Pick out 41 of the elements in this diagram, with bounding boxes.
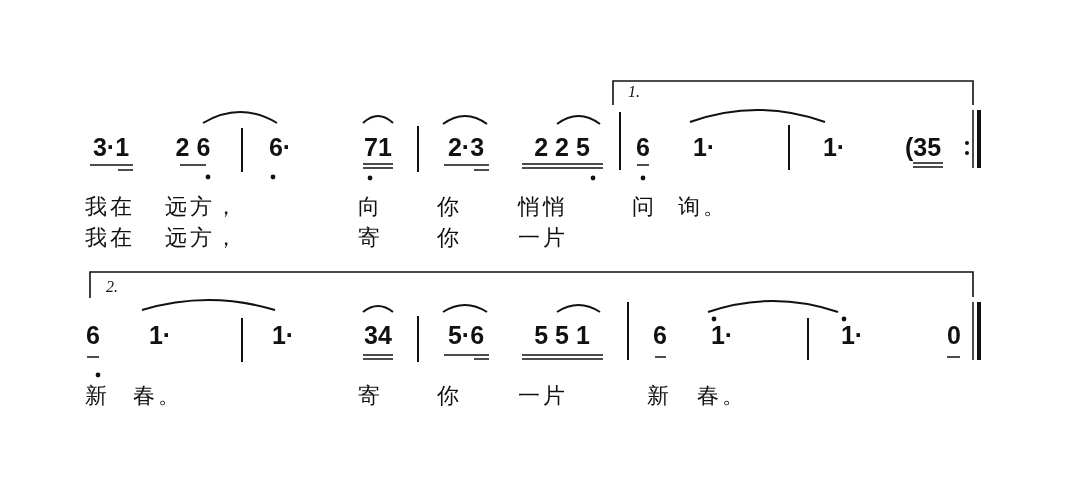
lyric: 你	[437, 196, 462, 218]
volta-number: 1.	[628, 84, 640, 100]
note-group: 2·3	[447, 135, 485, 160]
lyric: 你	[437, 385, 462, 407]
lyric: 远方，	[165, 227, 240, 249]
note-group: 3·1	[92, 135, 130, 160]
lyric: 问	[632, 196, 657, 218]
lyric: 远方，	[165, 196, 240, 218]
note-group: 1·	[148, 323, 172, 348]
lyric: 寄	[358, 385, 383, 407]
lyric: 向	[358, 196, 383, 218]
lyric: 你	[437, 227, 462, 249]
lyric: 我在	[85, 227, 135, 249]
lyric: 我在	[85, 196, 135, 218]
lyric: 春。	[697, 385, 747, 407]
lyric: 寄	[358, 227, 383, 249]
note-group: 1·	[840, 323, 864, 348]
note-group: 1·	[271, 323, 295, 348]
note-group: 1·	[822, 135, 846, 160]
note-group: 6	[636, 135, 650, 160]
note-group: 2 6	[175, 135, 211, 160]
lyric: 询。	[678, 196, 728, 218]
lyric: 一片	[518, 385, 568, 407]
volta-number: 2.	[106, 279, 118, 295]
lyric: 新	[647, 385, 672, 407]
note-group: 1·	[692, 135, 716, 160]
lyric: 春。	[133, 385, 183, 407]
note-group: 2 2 5	[534, 135, 590, 160]
note-group: 6·	[268, 135, 292, 160]
note-group: 71	[364, 135, 392, 160]
note-group: (35	[904, 135, 942, 160]
lyric: 新	[85, 385, 110, 407]
note-group: 0	[947, 323, 961, 348]
note-group: 1·	[710, 323, 734, 348]
lyric: 一片	[518, 227, 568, 249]
note-group: 6	[653, 323, 667, 348]
note-group: 34	[364, 323, 392, 348]
note-group: 6	[86, 323, 100, 348]
lyric: 悄悄	[518, 196, 568, 218]
note-group: 5 5 1	[534, 323, 590, 348]
note-group: 5·6	[447, 323, 485, 348]
